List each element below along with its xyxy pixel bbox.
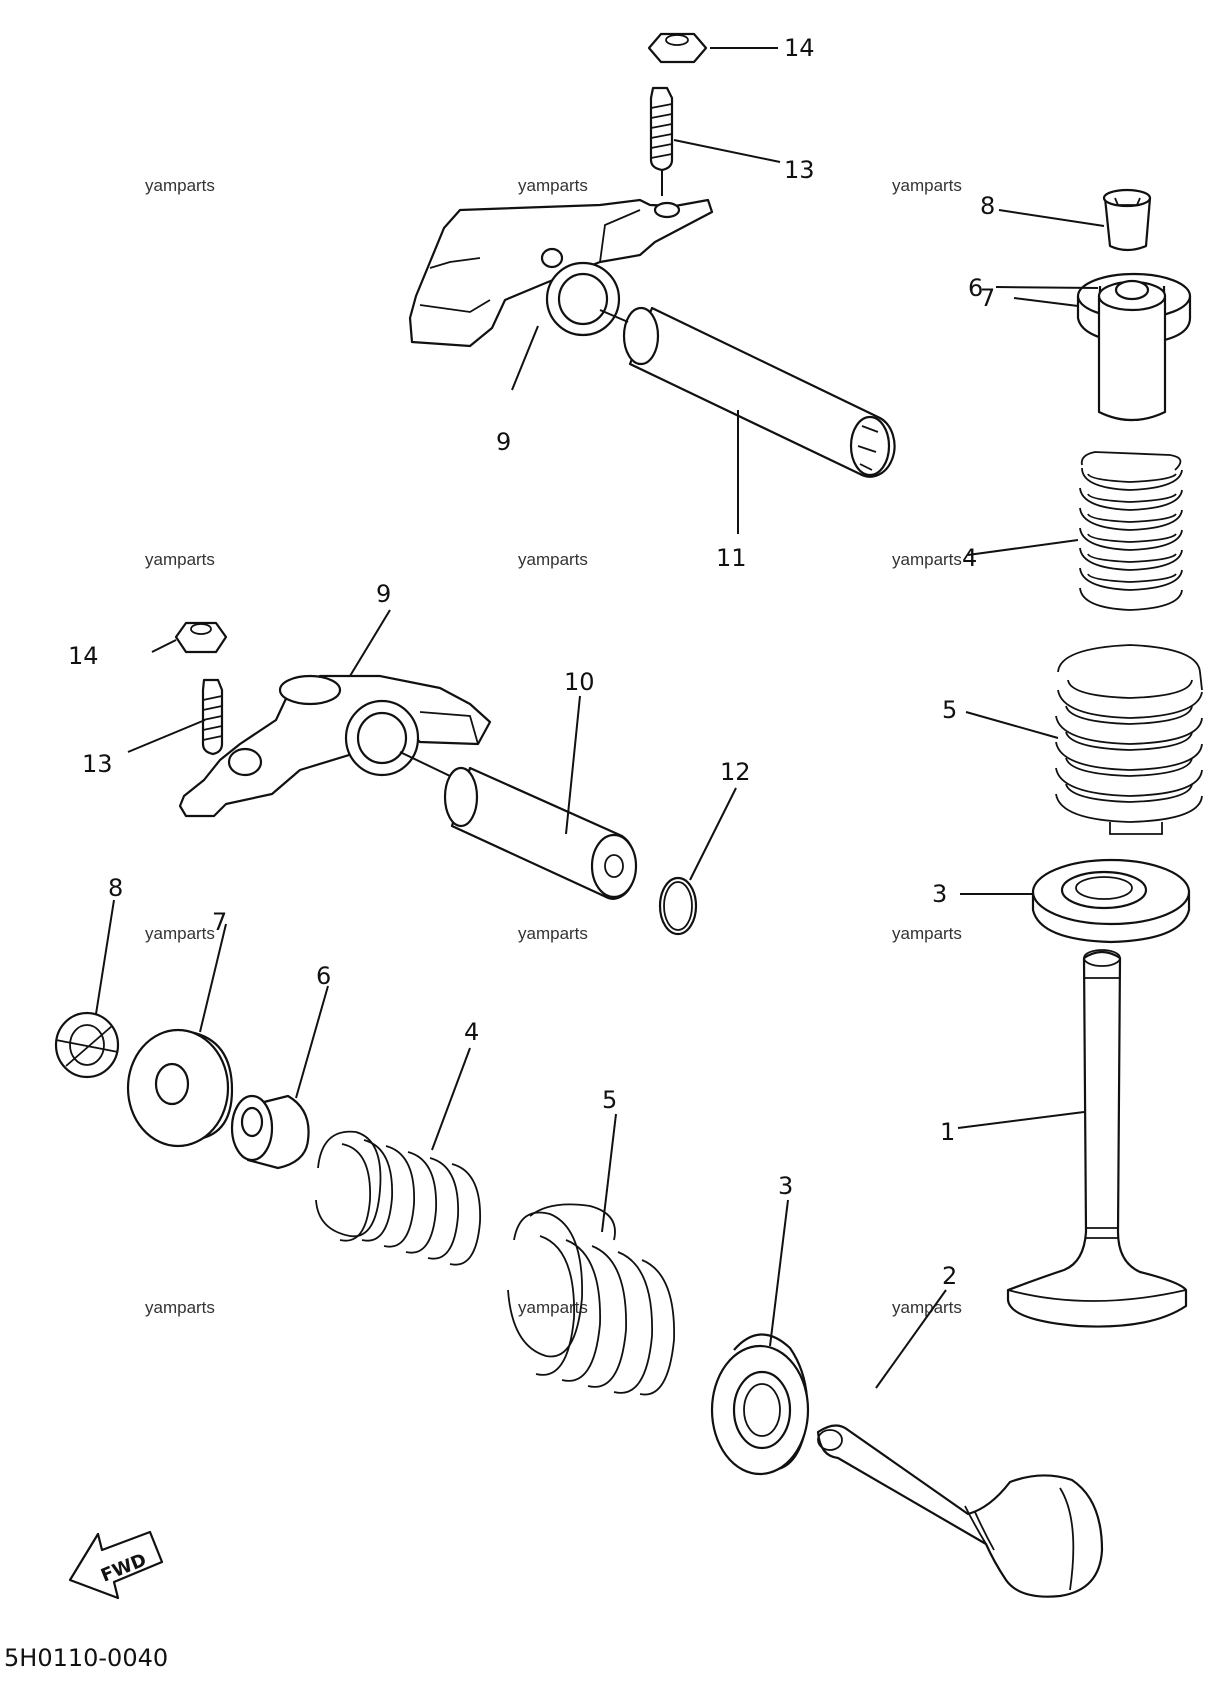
- callout-1[interactable]: 1: [940, 1118, 955, 1146]
- callout-3[interactable]: 3: [932, 880, 947, 908]
- callout-11[interactable]: 11: [716, 544, 747, 572]
- watermark: yamparts: [892, 1298, 962, 1317]
- callout-7[interactable]: 7: [212, 908, 227, 936]
- valve-1[interactable]: [1006, 949, 1188, 1328]
- watermark: yamparts: [892, 924, 962, 943]
- callout-2[interactable]: 2: [942, 1262, 957, 1290]
- valve-spring-outer-5-bottom[interactable]: [507, 1203, 675, 1396]
- watermark: yamparts: [145, 550, 215, 569]
- watermark: yamparts: [145, 176, 215, 195]
- adjusting-screw-13-top[interactable]: [649, 86, 674, 196]
- callout-layer: 14 13 8 7 6 9 11 4 9 14 10 5 12 13 8 3 7…: [68, 34, 995, 1290]
- callout-4[interactable]: 4: [962, 544, 977, 572]
- watermark: yamparts: [518, 550, 588, 569]
- adjusting-screw-13-mid[interactable]: [201, 678, 224, 756]
- valve-spring-retainer-7-bottom[interactable]: [126, 1028, 234, 1148]
- callout-5[interactable]: 5: [942, 696, 957, 724]
- watermark: yamparts: [145, 1298, 215, 1317]
- callout-3[interactable]: 3: [778, 1172, 793, 1200]
- valve-2[interactable]: [816, 1424, 1104, 1598]
- callout-5[interactable]: 5: [602, 1086, 617, 1114]
- callout-14[interactable]: 14: [784, 34, 815, 62]
- valve-cotter-8-bottom[interactable]: [54, 1011, 120, 1079]
- callout-7[interactable]: 7: [980, 284, 995, 312]
- callout-8[interactable]: 8: [980, 192, 995, 220]
- valve-spring-inner-4-top[interactable]: [1079, 451, 1183, 611]
- callout-6[interactable]: 6: [968, 274, 983, 302]
- o-ring-12[interactable]: [658, 876, 698, 936]
- nut-14-mid[interactable]: [174, 621, 228, 654]
- nut-14-top[interactable]: [647, 32, 708, 64]
- watermark: yamparts: [518, 1298, 588, 1317]
- spring-seat-3-bottom[interactable]: [710, 1333, 810, 1476]
- rocker-shaft-11[interactable]: [599, 306, 896, 478]
- valve-stem-seal-6-top[interactable]: [1097, 279, 1167, 422]
- rocker-arm-9-mid[interactable]: [178, 674, 492, 818]
- callout-13[interactable]: 13: [82, 750, 113, 778]
- fwd-arrow-icon: FWD: [68, 1530, 164, 1600]
- callout-9[interactable]: 9: [376, 580, 391, 608]
- valve-stem-seal-6-bottom[interactable]: [230, 1094, 310, 1170]
- watermark: yamparts: [518, 924, 588, 943]
- diagram-code: 5H0110-0040: [4, 1644, 168, 1672]
- spring-seat-3-top[interactable]: [1031, 858, 1191, 944]
- callout-12[interactable]: 12: [720, 758, 751, 786]
- callout-6[interactable]: 6: [316, 962, 331, 990]
- watermark: yamparts: [892, 176, 962, 195]
- callout-9[interactable]: 9: [496, 428, 511, 456]
- watermark: yamparts: [518, 176, 588, 195]
- valve-spring-outer-5-top[interactable]: [1055, 644, 1203, 835]
- callout-14[interactable]: 14: [68, 642, 99, 670]
- rocker-arm-9-top[interactable]: [408, 198, 714, 348]
- rocker-shaft-10[interactable]: [399, 751, 638, 900]
- callout-13[interactable]: 13: [784, 156, 815, 184]
- watermark-layer: yamparts yamparts yamparts yamparts yamp…: [145, 176, 962, 1317]
- watermark: yamparts: [892, 550, 962, 569]
- callout-10[interactable]: 10: [564, 668, 595, 696]
- callout-4[interactable]: 4: [464, 1018, 479, 1046]
- valve-cotter-8-top[interactable]: [1102, 188, 1152, 252]
- leader-lines: [95, 47, 1105, 1389]
- callout-8[interactable]: 8: [108, 874, 123, 902]
- valve-spring-inner-4-bottom[interactable]: [315, 1130, 481, 1266]
- watermark: yamparts: [145, 924, 215, 943]
